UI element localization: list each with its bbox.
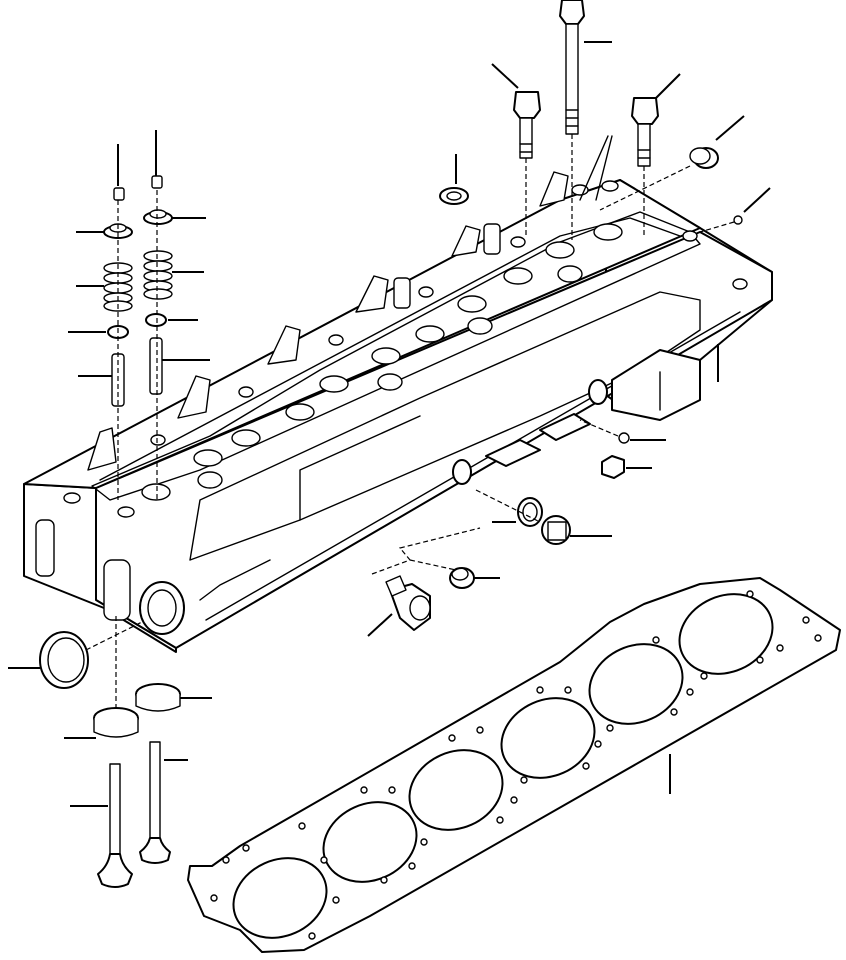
valve-train-left [103,175,173,500]
callout-line-plug [715,115,745,141]
callout-leaders [8,41,771,807]
callout-line-right-bolt [655,73,681,99]
side-fittings [371,419,630,631]
valves-and-seats [39,616,181,888]
rocker-bosses [87,171,569,471]
deck-ports [63,180,748,518]
callout-line-small-plug [743,187,771,213]
callout-line-elbow [367,613,393,637]
head-bolts [439,0,743,240]
callout-line-mid-bolt [491,63,519,89]
head-gasket [187,577,841,953]
